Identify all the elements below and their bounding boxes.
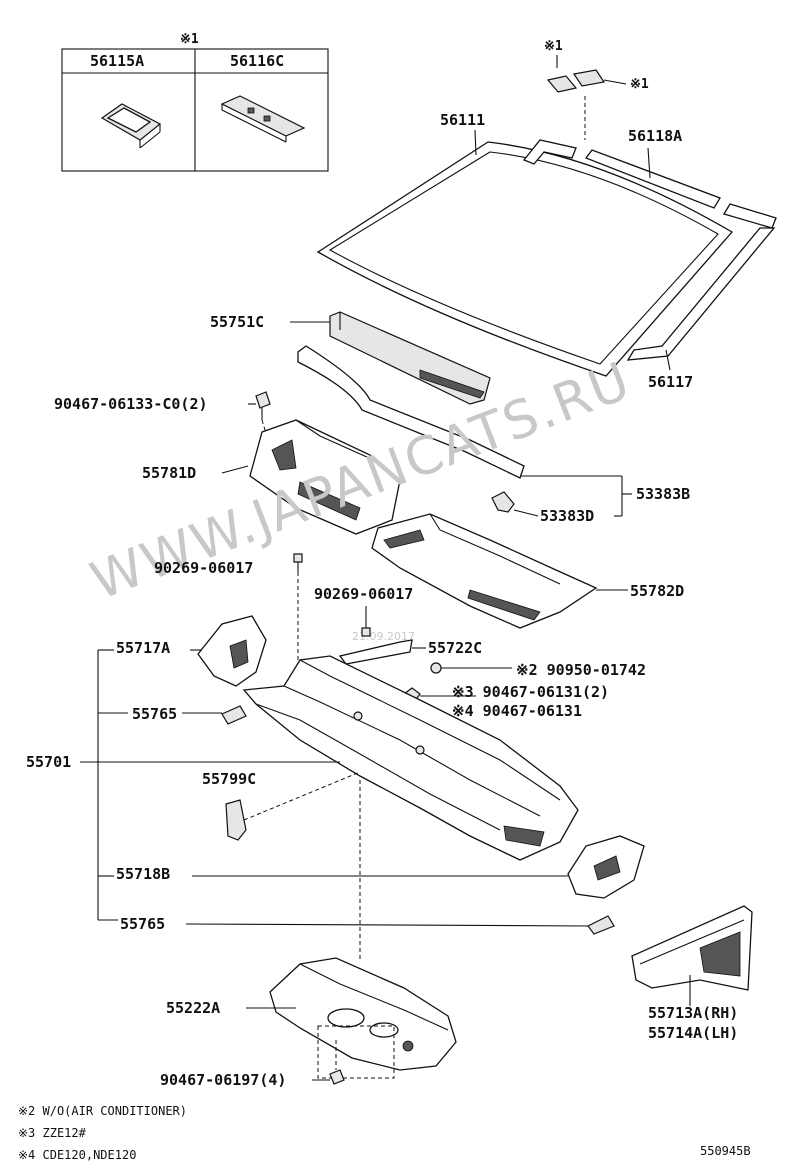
label-55722C: 55722C [428, 639, 482, 657]
legend-part-56115A: 56115A [90, 52, 144, 70]
label-55714A-lh: 55714A(LH) [648, 1024, 738, 1042]
label-56111: 56111 [440, 111, 485, 129]
bracket-55722c-drawing [338, 639, 413, 665]
label-55713A-rh: 55713A(RH) [648, 1004, 738, 1022]
label-55222A: 55222A [166, 999, 220, 1017]
label-90950-01742: ※2 90950-01742 [516, 661, 646, 679]
side-panel-drawing [631, 905, 753, 991]
label-53383B: 53383B [636, 485, 690, 503]
cowl-panel-drawing [242, 655, 579, 861]
label-90467-06133: 90467-06133-C0(2) [54, 395, 208, 413]
screw-left-drawing [293, 553, 303, 660]
cover-55799c-drawing [225, 771, 361, 841]
bracket-55765-lower-drawing [587, 915, 615, 935]
weatherstrip-drawing [329, 311, 491, 405]
label-53383D: 53383D [540, 507, 594, 525]
footnote-4: ※4 CDE120,NDE120 [18, 1148, 136, 1162]
label-55701: 55701 [26, 753, 71, 771]
footnote-2: ※2 W/O(AIR CONDITIONER) [18, 1104, 187, 1118]
label-55717A: 55717A [116, 639, 170, 657]
label-55765-upper: 55765 [132, 705, 177, 723]
bracket-55765-upper-drawing [221, 705, 247, 725]
screw-center-drawing [361, 606, 371, 637]
label-56117: 56117 [648, 373, 693, 391]
bolt-bottom-drawing [329, 1069, 345, 1085]
molding-drawing [522, 139, 777, 361]
mark-clip-left: ※1 [544, 39, 563, 54]
label-90467-06131-zze: ※3 90467-06131(2) [452, 683, 609, 701]
label-55765-lower: 55765 [120, 915, 165, 933]
label-55782D: 55782D [630, 582, 684, 600]
clip-bolt-drawing [255, 391, 271, 441]
legend-marker: ※1 [180, 32, 199, 47]
legend-part-56116C: 56116C [230, 52, 284, 70]
upper-clips-drawing [546, 55, 627, 140]
clip-56115a-drawing [100, 103, 162, 149]
label-90269-06017-center: 90269-06017 [314, 585, 413, 603]
label-55781D: 55781D [142, 464, 196, 482]
label-55751C: 55751C [210, 313, 264, 331]
label-56118A: 56118A [628, 127, 682, 145]
footnote-3: ※3 ZZE12# [18, 1126, 87, 1140]
clip-56116c-drawing [220, 95, 306, 143]
cowl-top-inner-drawing [269, 957, 457, 1079]
label-90467-06131-cde: ※4 90467-06131 [452, 702, 582, 720]
label-90467-06197: 90467-06197(4) [160, 1071, 286, 1089]
drawing-id: 550945B [700, 1144, 751, 1158]
label-90269-06017-left: 90269-06017 [154, 559, 253, 577]
cowl-side-upper-drawing [197, 615, 267, 687]
grommet-drawing [430, 662, 512, 674]
label-55799C: 55799C [202, 770, 256, 788]
seal-clip-drawing [491, 491, 539, 517]
cowl-side-lower-drawing [567, 835, 645, 899]
cowl-louver-rh-drawing [371, 513, 598, 629]
label-55718B: 55718B [116, 865, 170, 883]
cowl-louver-lh-drawing [249, 419, 401, 535]
mark-clip-right: ※1 [630, 77, 649, 92]
seal-strip-drawing [297, 345, 525, 479]
legend-box: ※1 56115A 56116C [61, 32, 329, 172]
